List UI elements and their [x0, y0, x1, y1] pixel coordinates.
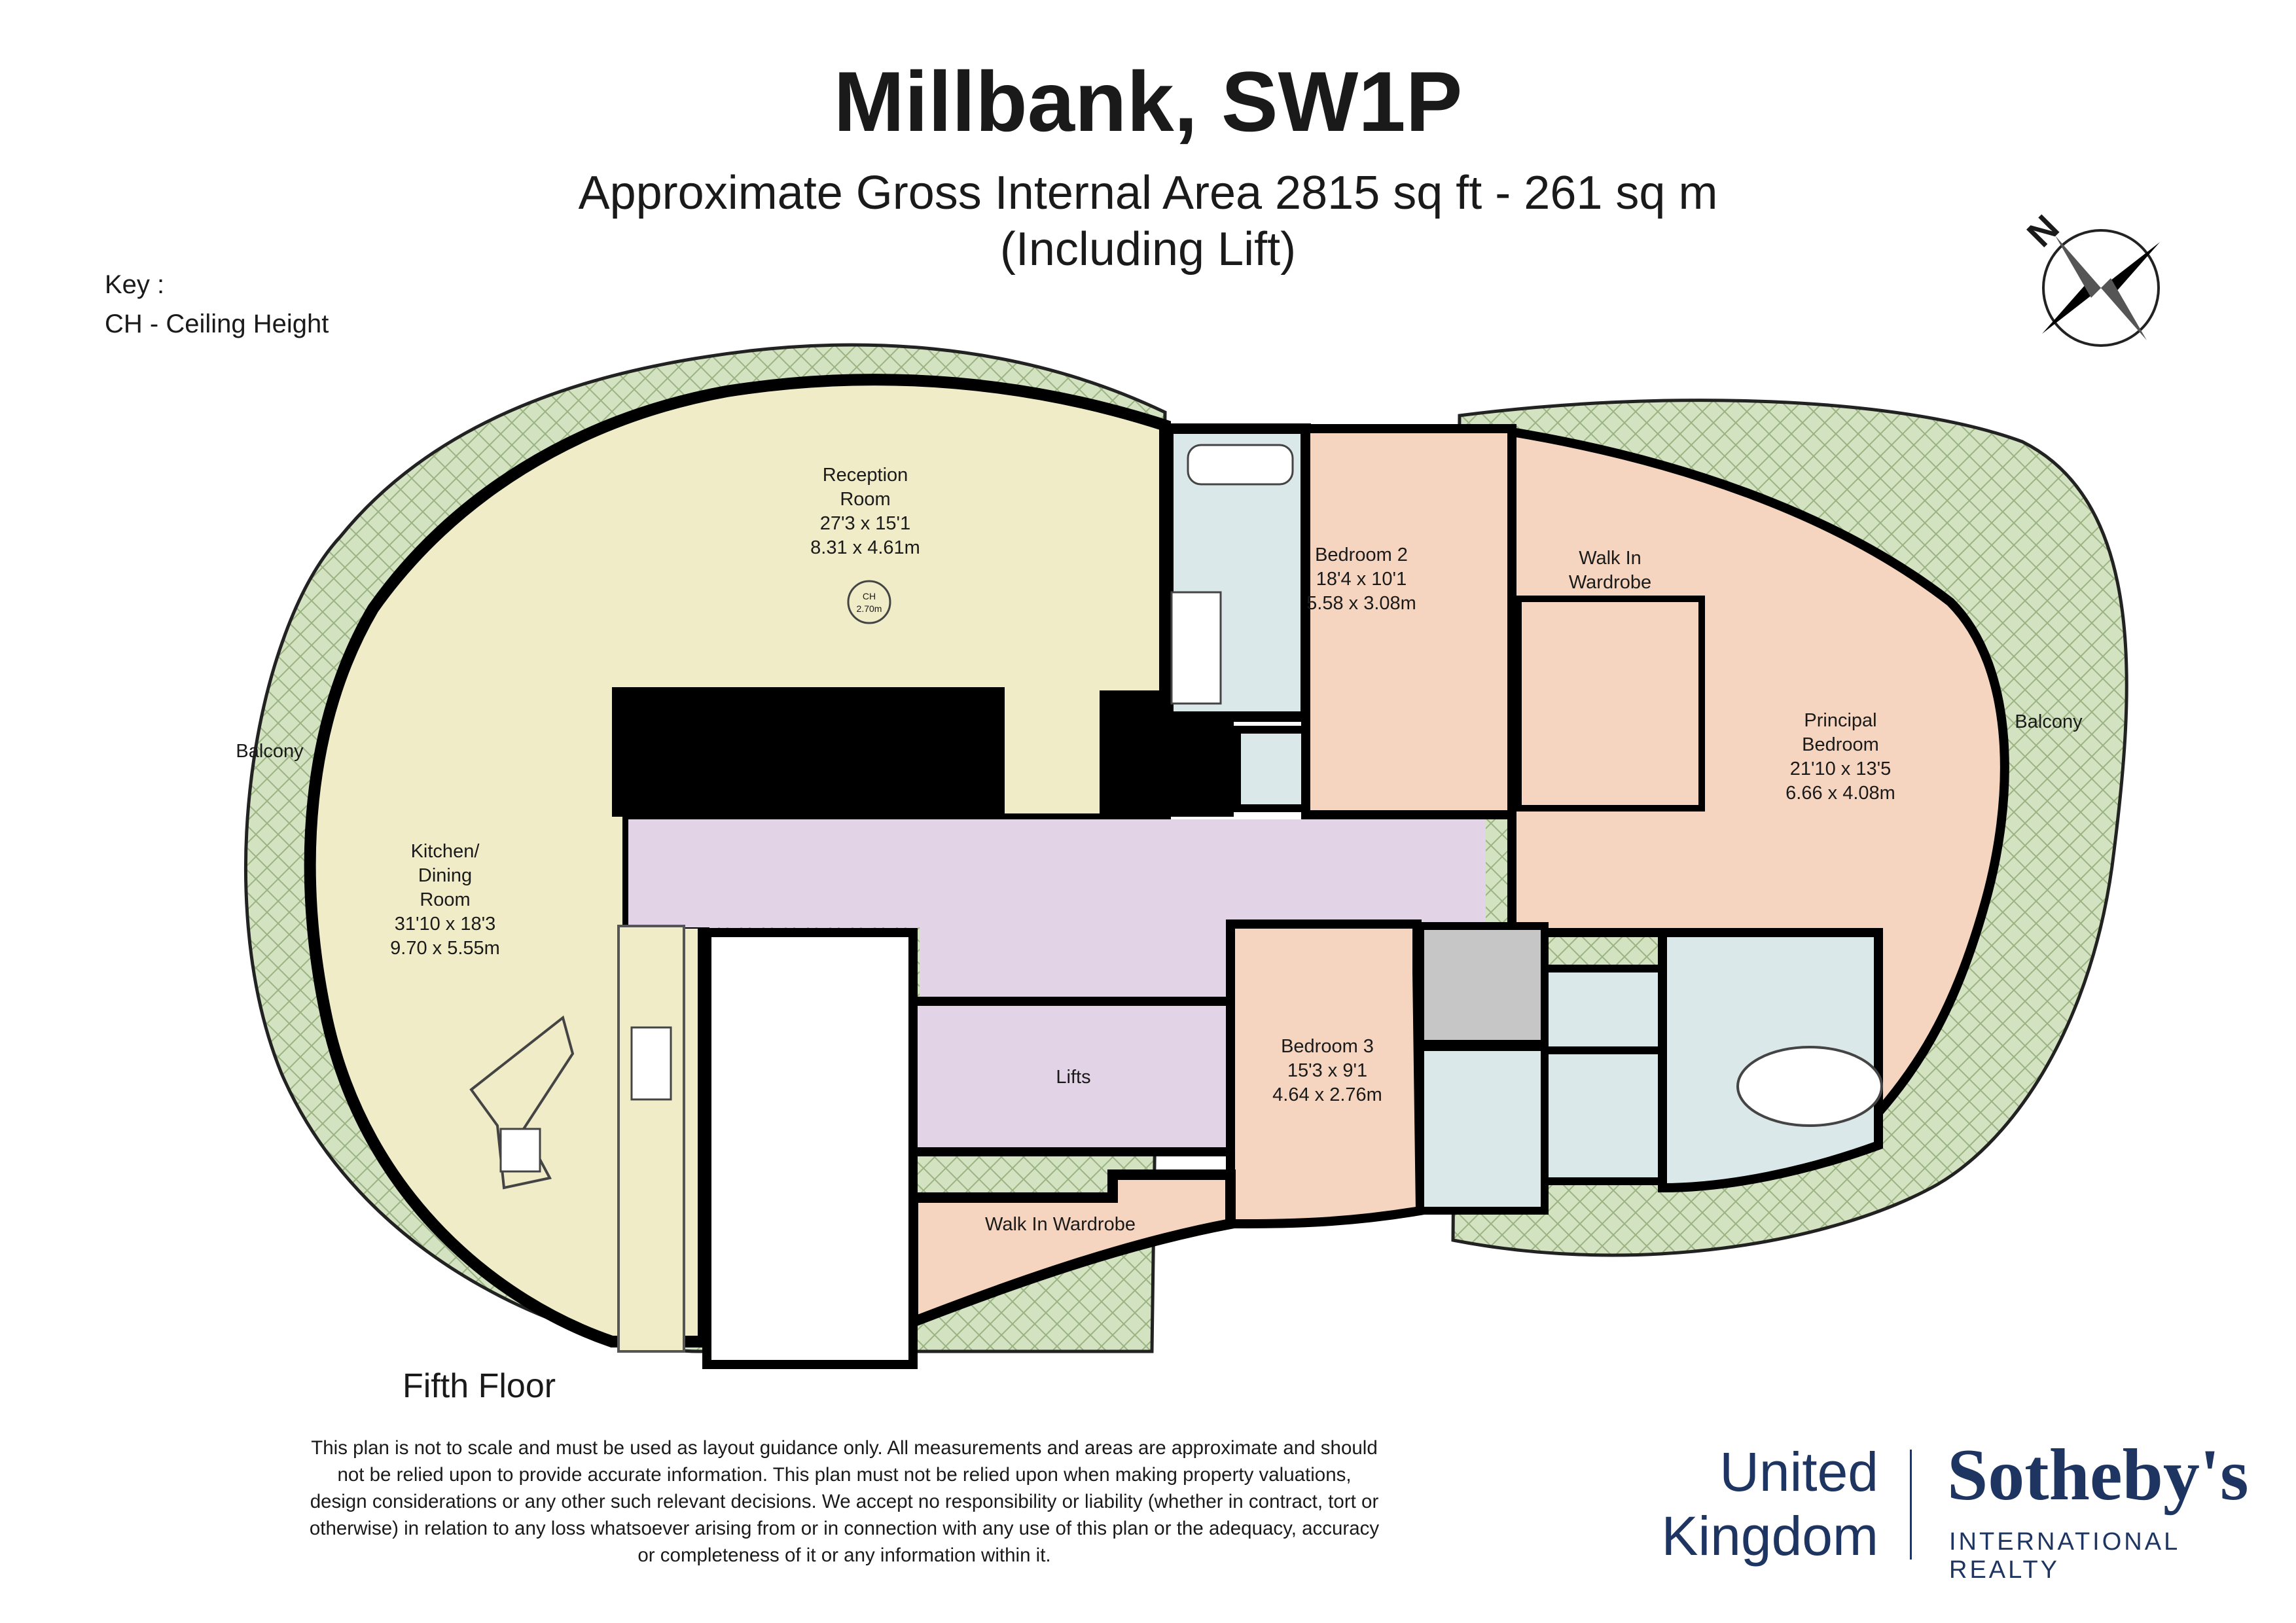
ceiling-badge-value: 2.70m — [857, 603, 882, 614]
principal-metric: 6.66 x 4.08m — [1785, 783, 1895, 804]
wardrobe-top-label-1: Walk In — [1579, 548, 1641, 569]
ensuite-shower — [1541, 1046, 1666, 1185]
lift-note: (Including Lift) — [999, 223, 1297, 276]
page-title: Millbank, SW1P — [833, 54, 1463, 149]
sink — [630, 1026, 672, 1101]
ceiling-badge-label: CH — [863, 591, 876, 601]
bedroom3-label: Bedroom 3 — [1281, 1036, 1374, 1057]
reception-label-2: Room — [840, 489, 890, 510]
area-line: Approximate Gross Internal Area 2815 sq … — [578, 167, 1718, 219]
kitchen-label-2: Dining — [418, 865, 472, 886]
brand-logo-name: Sotheby's — [1947, 1435, 2249, 1516]
disclaimer-line: or completeness of it or any information… — [637, 1544, 1051, 1566]
hob — [499, 1128, 541, 1173]
brand-region-line2: Kingdom — [1661, 1505, 1878, 1567]
brand-tagline: INTERNATIONAL REALTY — [1949, 1528, 2179, 1584]
wardrobe-bottom-label: Walk In Wardrobe — [985, 1214, 1136, 1235]
reception-metric: 8.31 x 4.61m — [810, 537, 920, 558]
balcony-left-label: Balcony — [236, 741, 304, 762]
disclaimer-line: not be relied upon to provide accurate i… — [337, 1464, 1352, 1486]
brand-divider — [1910, 1450, 1912, 1560]
kitchen-counter — [617, 925, 685, 1353]
bathroom-3 — [1416, 1043, 1549, 1215]
stairwell-void — [702, 928, 918, 1369]
floor-label: Fifth Floor — [403, 1367, 556, 1405]
hallway-lower — [920, 927, 1234, 999]
compass — [2042, 229, 2160, 347]
disclaimer-line: This plan is not to scale and must be us… — [311, 1437, 1378, 1459]
kitchen-imperial: 31'10 x 18'3 — [395, 914, 496, 935]
area-subtitle: Approximate Gross Internal Area 2815 sq … — [0, 165, 2296, 277]
lifts-area — [908, 997, 1238, 1156]
reception-imperial: 27'3 x 15'1 — [820, 513, 910, 534]
bedroom2-metric: 5.58 x 3.08m — [1306, 593, 1416, 614]
kitchen-label-1: Kitchen/ — [411, 841, 480, 862]
disclaimer-line: design considerations or any other such … — [310, 1491, 1379, 1512]
kitchen-label-3: Room — [420, 889, 470, 910]
bathtub — [1187, 444, 1294, 486]
principal-imperial: 21'10 x 13'5 — [1790, 758, 1892, 779]
bedroom2-imperial: 18'4 x 10'1 — [1316, 569, 1407, 590]
storage-room — [1416, 922, 1549, 1048]
core-block-left — [612, 687, 1005, 817]
ceiling-badge — [847, 580, 891, 624]
principal-label-2: Bedroom — [1802, 734, 1879, 755]
key-entry: CH - Ceiling Height — [105, 310, 329, 338]
reception-label-1: Reception — [823, 465, 908, 486]
lifts-label: Lifts — [1056, 1067, 1090, 1088]
disclaimer-line: otherwise) in relation to any loss whats… — [309, 1518, 1380, 1539]
disclaimer: This plan is not to scale and must be us… — [216, 1435, 1473, 1569]
principal-label-1: Principal — [1804, 710, 1876, 731]
kitchen-metric: 9.70 x 5.55m — [390, 938, 500, 959]
balcony-right-label: Balcony — [2015, 711, 2083, 732]
ensuite-wc — [1541, 965, 1666, 1054]
key-heading: Key : — [105, 270, 165, 299]
key-legend: Key : CH - Ceiling Height — [105, 265, 329, 344]
bedroom3-imperial: 15'3 x 9'1 — [1287, 1060, 1367, 1081]
wardrobe-top-label-2: Wardrobe — [1569, 572, 1651, 593]
hallway — [628, 819, 1486, 927]
walk-in-wardrobe-bottom — [908, 1169, 1236, 1330]
shower-tray — [1170, 591, 1222, 705]
bedroom3-metric: 4.64 x 2.76m — [1272, 1084, 1382, 1105]
brand-region-line1: United — [1719, 1441, 1878, 1503]
brand-region: United Kingdom — [1649, 1440, 1878, 1568]
bedroom2-label: Bedroom 2 — [1315, 544, 1408, 565]
freestanding-bath — [1736, 1046, 1883, 1127]
wardrobe-cabinets — [1515, 596, 1705, 812]
bedroom-2 — [1301, 424, 1516, 819]
